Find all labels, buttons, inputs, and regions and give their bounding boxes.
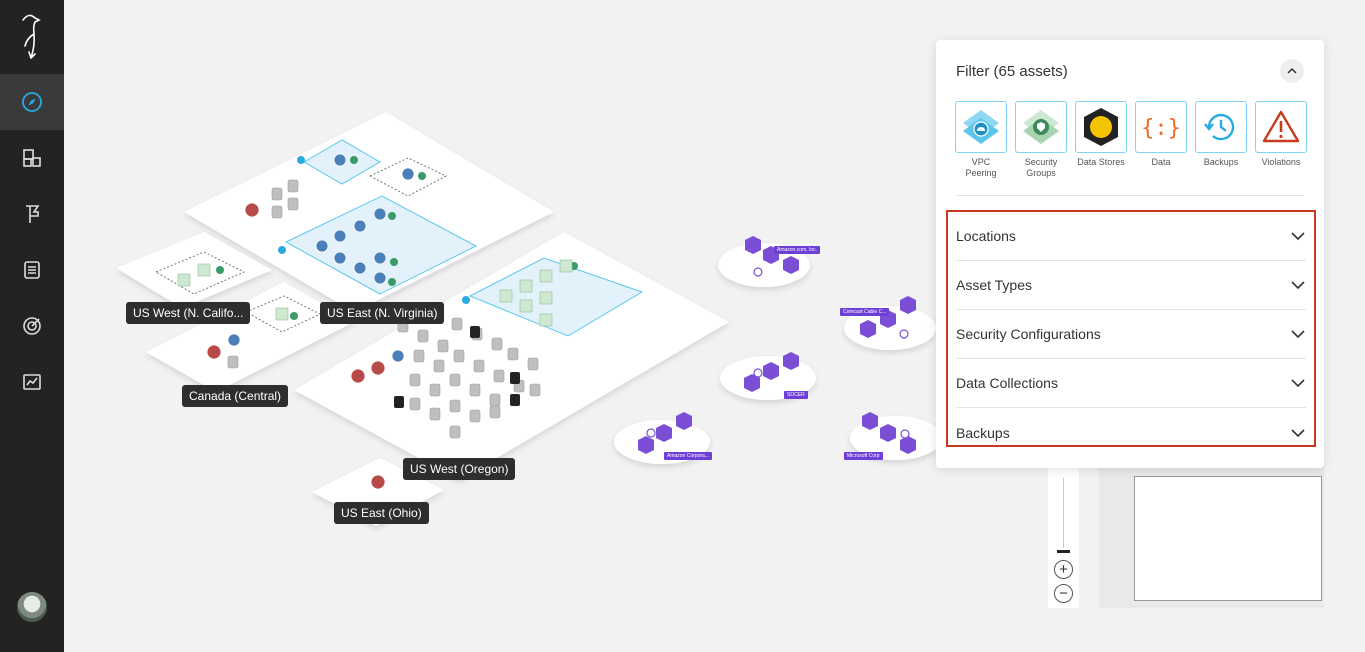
target-icon <box>23 317 41 335</box>
section-asset-types[interactable]: Asset Types <box>956 261 1306 310</box>
nav-chart[interactable] <box>0 354 64 410</box>
nav-document[interactable] <box>0 242 64 298</box>
compass-icon <box>22 92 42 112</box>
zoom-track[interactable] <box>1063 478 1064 548</box>
cloud-tag-microsoft[interactable]: Microsoft Corp <box>844 452 883 460</box>
chevron-down-icon <box>1291 330 1305 339</box>
section-label: Security Configurations <box>956 326 1101 342</box>
section-label: Asset Types <box>956 277 1033 293</box>
divider <box>956 195 1304 196</box>
platform-n-california <box>116 232 272 308</box>
nav-target[interactable] <box>0 298 64 354</box>
tile-label: Data Stores <box>1077 157 1125 167</box>
filter-title: Filter (65 assets) <box>956 63 1068 80</box>
chevron-down-icon <box>1291 232 1305 241</box>
inventory-icon <box>23 149 41 167</box>
data-stores-icon <box>1084 108 1118 146</box>
section-label: Data Collections <box>956 375 1058 391</box>
zoom-slider-handle[interactable] <box>1057 550 1070 553</box>
region-label-n-california[interactable]: US West (N. Califo... <box>126 302 251 324</box>
tile-label: Data <box>1151 157 1171 167</box>
map-canvas[interactable]: Amazon.com, Inc. Comcast Cable C... SOCE… <box>64 0 1365 652</box>
violations-icon <box>1262 110 1300 143</box>
sidebar <box>0 0 64 652</box>
tile-security-groups[interactable]: Security Groups <box>1015 101 1067 179</box>
asset-type-tiles: VPC Peering Security Groups Data Stores … <box>955 101 1307 179</box>
chevron-down-icon <box>1291 428 1305 437</box>
svg-text:{:}: {:} <box>1141 116 1181 141</box>
backups-icon <box>1204 113 1235 141</box>
chevron-down-icon <box>1291 379 1305 388</box>
data-braces-icon: {:} <box>1141 116 1181 141</box>
zoom-out-button[interactable]: − <box>1054 584 1073 603</box>
section-label: Backups <box>956 424 1010 441</box>
tile-data[interactable]: {:} Data <box>1135 101 1187 179</box>
bird-logo-icon[interactable] <box>0 0 64 74</box>
tile-label: Backups <box>1203 157 1239 167</box>
platform-canada <box>146 282 354 392</box>
filter-sections-highlight: Locations Asset Types Security Configura… <box>946 210 1316 447</box>
chart-icon <box>23 374 41 390</box>
nav-inventory[interactable] <box>0 130 64 186</box>
zoom-in-button[interactable]: + <box>1054 560 1073 579</box>
region-label-canada[interactable]: Canada (Central) <box>182 385 289 407</box>
tile-vpc-peering[interactable]: VPC Peering <box>955 101 1007 179</box>
cloud-tag-socer[interactable]: SOCER <box>784 391 808 399</box>
security-groups-icon <box>1023 110 1059 144</box>
tile-label: VPC Peering <box>965 157 997 178</box>
tile-backups[interactable]: Backups <box>1195 101 1247 179</box>
tile-data-stores[interactable]: Data Stores <box>1075 101 1127 179</box>
region-label-n-virginia[interactable]: US East (N. Virginia) <box>320 302 445 324</box>
region-label-oregon[interactable]: US West (Oregon) <box>403 458 516 480</box>
tile-label: Security Groups <box>1024 157 1058 178</box>
tile-violations[interactable]: Violations <box>1255 101 1307 179</box>
zoom-control: + − <box>1048 466 1079 608</box>
user-avatar[interactable] <box>17 592 47 622</box>
nav-flag[interactable] <box>0 186 64 242</box>
section-locations[interactable]: Locations <box>956 212 1306 261</box>
cloud-tag-amazon-inc[interactable]: Amazon.com, Inc. <box>774 246 821 254</box>
section-security-configurations[interactable]: Security Configurations <box>956 310 1306 359</box>
region-label-ohio[interactable]: US East (Ohio) <box>334 502 429 524</box>
section-data-collections[interactable]: Data Collections <box>956 359 1306 408</box>
document-icon <box>24 261 40 279</box>
chevron-up-icon <box>1287 67 1297 74</box>
section-backups[interactable]: Backups <box>956 408 1306 457</box>
section-label: Locations <box>956 228 1016 244</box>
cloud-tag-comcast[interactable]: Comcast Cable C... <box>840 308 890 316</box>
cloud-tag-amazon-corp[interactable]: Amazon Corpora... <box>664 452 712 460</box>
filter-panel: Filter (65 assets) VPC Peering Security … <box>936 40 1324 468</box>
flag-icon <box>26 205 40 223</box>
nav-compass[interactable] <box>0 74 64 130</box>
minimap-viewport[interactable] <box>1134 476 1322 601</box>
chevron-down-icon <box>1291 281 1305 290</box>
collapse-filter-button[interactable] <box>1280 59 1304 83</box>
vpc-peering-icon <box>963 110 999 144</box>
tile-label: Violations <box>1261 157 1301 167</box>
